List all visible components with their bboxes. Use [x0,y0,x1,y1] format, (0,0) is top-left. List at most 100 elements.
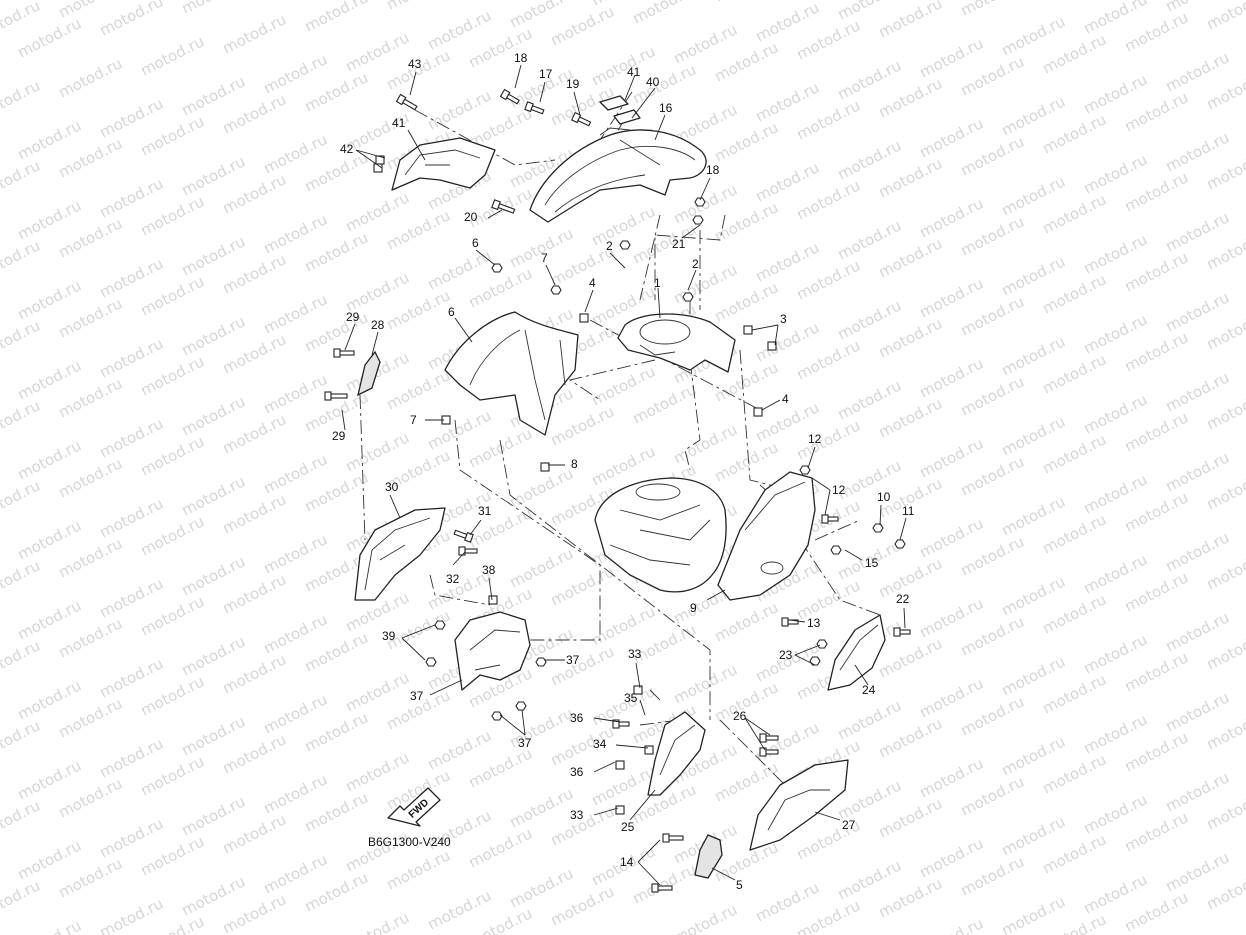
bolt-icon [395,93,418,111]
nut-icon [830,545,842,555]
callout-12b: 13 [807,616,821,630]
callout-11: 12 [808,432,822,446]
nut-icon [694,197,706,207]
bolt-icon [759,733,779,743]
nut-icon [809,656,821,666]
watermark-text: motod.ru [97,0,166,40]
watermark-text: motod.ru [0,716,43,763]
bolt-icon [324,391,348,401]
callout-2b: 2 [692,257,699,271]
callout-7a: 7 [410,413,417,427]
bolt-icon [893,627,911,637]
nut-icon [491,711,503,721]
watermark-text: motod.ru [0,236,43,283]
nut-icon [619,240,631,250]
nut-icon [535,657,547,667]
diagram-code: B6G1300-V240 [368,835,451,849]
nut-icon [799,465,811,475]
watermark-text: motod.ru [671,900,740,935]
callout-3: 3 [780,312,787,326]
clip-icon [753,407,763,417]
callout-15: 17 [539,67,553,81]
watermark-text: motod.ru [179,0,248,18]
callout-31: 26 [733,709,747,723]
callout-42: 41 [627,65,641,79]
callout-22: 22 [896,592,910,606]
callout-41b: 37 [518,736,532,750]
decal-43 [613,109,641,125]
callout-33a: 31 [478,504,492,518]
watermark-text: motod.ru [0,0,2,4]
callout-16: 18 [514,51,528,65]
nut-icon [491,263,503,273]
part-fuel-tank [594,477,727,593]
bolt-icon [662,833,684,843]
callout-10: 11 [902,504,915,518]
watermark-text: motod.ru [384,0,453,14]
part-5-panel [444,311,579,436]
watermark-text: motod.ru [958,0,1027,20]
bolt-icon [499,88,520,105]
callout-6a: 6 [472,236,479,250]
clip-icon [633,685,643,695]
watermark-text: motod.ru [220,10,289,57]
callout-37c: 36 [570,765,584,779]
callout-7b: 8 [571,457,578,471]
watermark-text: motod.ru [97,894,166,935]
callout-29a: 29 [346,310,360,324]
clip-icon [540,462,550,472]
nut-icon [816,639,828,649]
watermark-text: motod.ru [0,156,43,203]
clip-icon [615,805,625,815]
callout-5: 6 [448,305,455,319]
clip-icon [579,313,589,323]
callout-35: 33 [628,647,642,661]
part-14-top-cover [529,127,707,223]
nut-icon [515,701,527,711]
bolt-icon [612,719,630,729]
callout-30: 27 [842,818,856,832]
callout-39: 38 [482,563,496,577]
callout-8: 9 [690,601,697,615]
part-38-inner-cover [454,611,531,691]
part-23-side-cover [391,137,496,191]
bolt-icon [781,617,799,627]
part-1-bracket [617,313,736,373]
nut-icon [682,292,694,302]
callout-29b: 29 [332,429,346,443]
callout-18: 19 [566,77,580,91]
clip-icon [767,341,777,351]
callout-38: 37 [410,689,424,703]
bolt-icon [759,747,779,757]
watermark-text: motod.ru [0,76,43,123]
watermark-text: motod.ru [630,0,699,28]
callout-28: 28 [371,318,385,332]
callout-4a: 4 [589,276,596,290]
watermark-text: motod.ru [0,796,43,843]
callout-41a: 37 [566,653,580,667]
callout-1: 1 [654,276,661,290]
callout-21: 23 [779,648,793,662]
leader-lines [341,64,907,886]
callout-20: 24 [862,683,876,697]
callout-36b: 33 [570,808,584,822]
nut-icon [434,620,446,630]
part-8-side-panel [717,471,816,601]
part-20-cover [827,614,886,691]
nut-icon [872,523,884,533]
watermark-text: motod.ru [0,556,43,603]
callout-14: 16 [659,101,673,115]
part-30-side-cover [749,759,849,851]
callout-26: 5 [736,878,743,892]
watermark-text: motod.ru [0,876,43,923]
watermark-text: motod.ru [0,36,2,83]
callout-25: 43 [408,57,422,71]
part-34-bracket [647,711,706,796]
callout-34: 25 [621,820,635,834]
callout-4b: 4 [782,392,789,406]
callout-12a: 12 [832,483,846,497]
watermark-text: motod.ru [15,916,84,935]
part-32-side-cover [354,507,446,601]
watermark-text: motod.ru [56,54,125,101]
